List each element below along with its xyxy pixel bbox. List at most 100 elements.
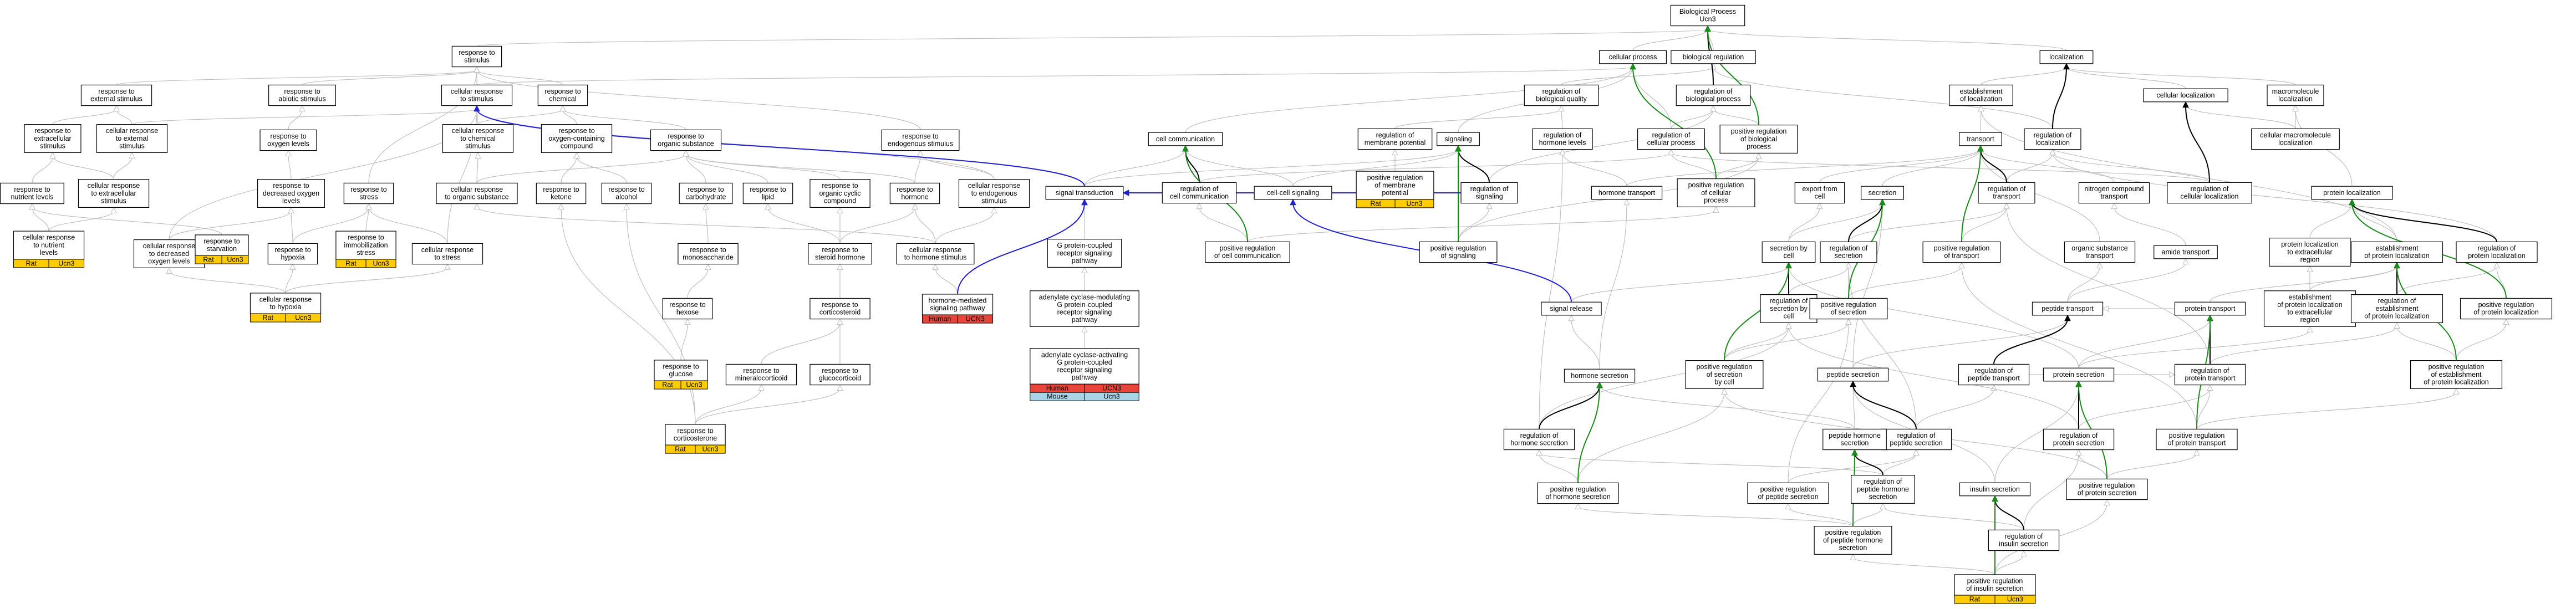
go-node-loc[interactable]: localization <box>2039 50 2094 64</box>
go-node-protsec[interactable]: protein secretion <box>2043 367 2115 382</box>
go-node-hormsec[interactable]: hormone secretion <box>1564 369 1636 383</box>
go-node-protloc[interactable]: protein localization <box>2311 186 2393 200</box>
go-node-sigtrans[interactable]: signal transduction <box>1045 186 1124 200</box>
go-node-prottrans[interactable]: protein transport <box>2174 301 2246 316</box>
go-node-sigrel[interactable]: signal release <box>1541 301 1602 316</box>
go-node-amide[interactable]: amide transport <box>2154 245 2218 259</box>
go-node-pepsec[interactable]: peptide secretion <box>1817 367 1889 382</box>
go-node-inssec[interactable]: insulin secretion <box>1959 482 2031 497</box>
go-node-cellloc[interactable]: cellular localization <box>2143 88 2228 103</box>
go-node-horment[interactable]: hormone transport <box>1591 186 1663 200</box>
go-node-cp[interactable]: cellular process <box>1599 50 1667 64</box>
go-node-breg[interactable]: biological regulation <box>1671 50 1756 64</box>
go-node-transport[interactable]: transport <box>1959 132 2002 146</box>
go-node-signaling[interactable]: signaling <box>1437 132 1480 146</box>
go-node-ccsig[interactable]: cell-cell signaling <box>1254 186 1332 200</box>
